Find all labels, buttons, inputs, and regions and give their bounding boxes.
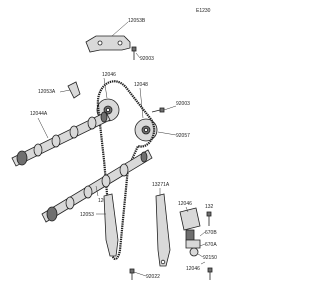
label-13271a: 13271A xyxy=(152,182,170,188)
bolt-132-lower xyxy=(207,267,213,280)
leader-12048 xyxy=(139,87,144,119)
leader-92003-top xyxy=(135,52,141,59)
leader-670a xyxy=(199,243,206,247)
upper-chain-guide xyxy=(85,35,131,53)
bolt-92022 xyxy=(129,268,135,280)
leader-670b xyxy=(199,231,206,237)
bolt-92003-right xyxy=(151,107,165,113)
label-12048: 12048 xyxy=(134,82,148,88)
diagram-code: E1230 xyxy=(196,8,211,14)
tensioner-guide-13271a xyxy=(155,193,171,267)
leader-92150 xyxy=(197,253,204,258)
leader-92022 xyxy=(133,271,147,277)
leader-12044a xyxy=(37,117,49,139)
label-12046-a: 12046 xyxy=(102,72,116,78)
label-92022: 92022 xyxy=(146,274,160,280)
label-92150: 92150 xyxy=(203,255,217,261)
label-12053a: 12053A xyxy=(38,89,56,95)
timing-chain xyxy=(96,80,156,261)
label-12044a: 12044A xyxy=(30,111,48,117)
label-12046-b: 12046 xyxy=(186,266,200,272)
leader-92003-right xyxy=(163,105,177,111)
camshaft-upper xyxy=(11,111,111,167)
label-92057: 92057 xyxy=(176,133,190,139)
camshaft-lower xyxy=(41,149,153,223)
leader-12044 xyxy=(95,185,99,197)
label-12046-c: 12046 xyxy=(178,201,192,207)
bolt-132 xyxy=(206,211,212,226)
label-92003-right: 92003 xyxy=(176,101,190,107)
label-92003-top: 92003 xyxy=(140,56,154,62)
sprocket-right xyxy=(134,118,158,142)
label-12053: 12053 xyxy=(80,212,94,218)
label-132-top: 132 xyxy=(205,204,214,210)
camshaft-exploded-diagram: E1230 12053B 92003 12046 12048 12053A xyxy=(11,8,217,280)
leader-12046-b xyxy=(200,261,206,265)
label-670a: 670A xyxy=(205,242,217,248)
leader-12046-c xyxy=(185,206,189,213)
leader-12053a xyxy=(59,89,71,93)
leader-12053b xyxy=(111,21,129,37)
label-670b: 670B xyxy=(205,230,217,236)
leader-92057 xyxy=(157,131,177,136)
leader-12046-a xyxy=(103,77,108,99)
label-12053b: 12053B xyxy=(128,18,146,24)
chain-guide-12053 xyxy=(103,193,119,257)
bolt-92003-top xyxy=(131,46,137,60)
chain-guide-12053a xyxy=(67,81,81,99)
chain-tensioner xyxy=(179,207,201,257)
